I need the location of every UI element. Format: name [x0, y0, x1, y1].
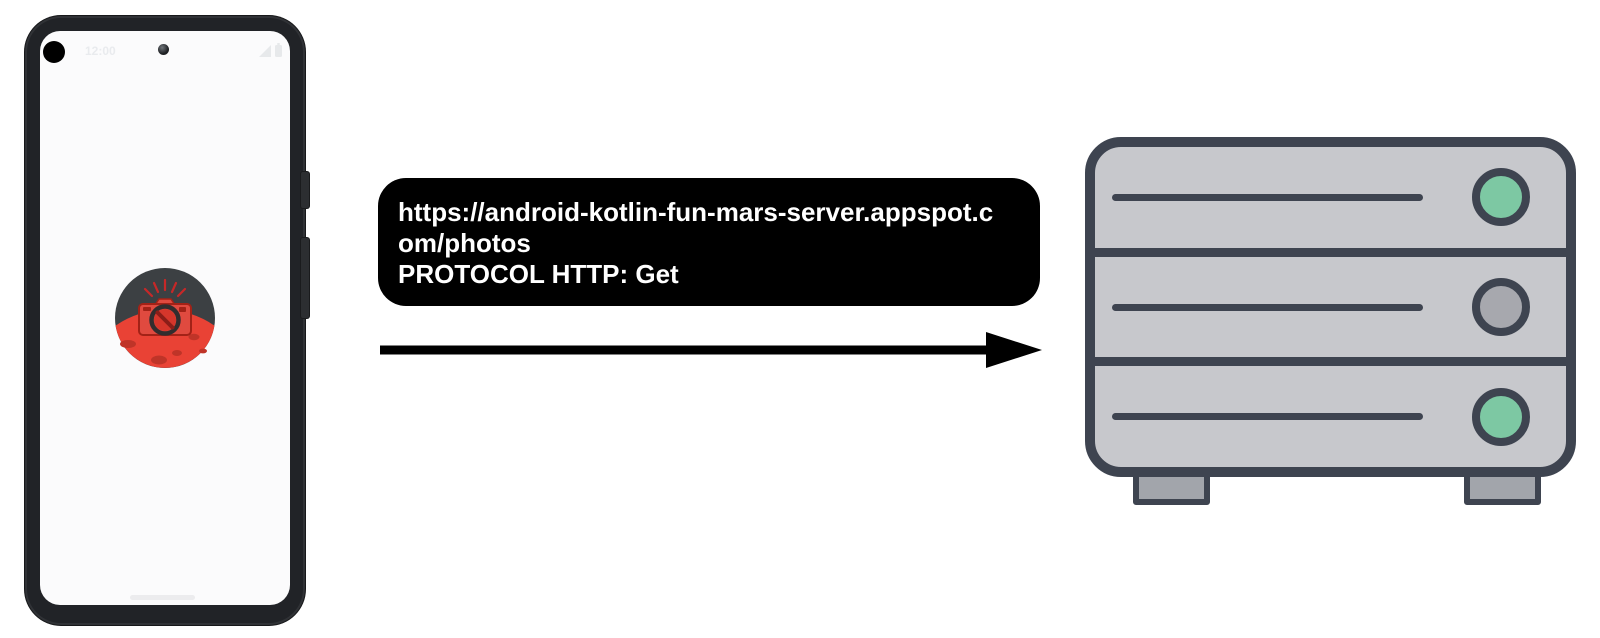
server-slot-line	[1112, 193, 1423, 201]
web-server	[1085, 137, 1576, 507]
front-camera	[158, 44, 169, 55]
battery-icon	[275, 43, 282, 57]
server-led	[1472, 387, 1530, 446]
home-indicator	[130, 595, 195, 600]
server-led	[1472, 168, 1530, 227]
camera-flash-rays	[143, 278, 187, 298]
arrow-head	[986, 332, 1042, 368]
server-slot-line	[1112, 303, 1423, 311]
phone-device: 12:00	[25, 16, 309, 625]
camera-lens-ring	[149, 304, 181, 336]
status-time: 12:00	[85, 44, 116, 58]
mars-icon-craters	[120, 333, 207, 365]
request-protocol-line: PROTOCOL HTTP: Get	[398, 258, 679, 289]
server-bay	[1095, 147, 1566, 248]
status-dot	[43, 41, 65, 63]
server-bay	[1095, 247, 1566, 358]
camera-icon	[138, 298, 192, 336]
request-url-line-2: om/photos	[398, 227, 531, 258]
server-bay	[1095, 357, 1566, 467]
signal-icon	[259, 45, 271, 57]
status-bar-icons	[259, 43, 282, 57]
phone-screen: 12:00	[40, 31, 290, 605]
server-chassis	[1085, 137, 1576, 477]
server-led	[1472, 278, 1530, 336]
power-button	[301, 172, 309, 208]
request-bubble: https://android-kotlin-fun-mars-server.a…	[378, 178, 1040, 306]
request-arrow	[380, 332, 1042, 368]
volume-button	[301, 238, 309, 318]
server-slot-line	[1112, 413, 1423, 421]
mars-photos-app-icon	[115, 268, 215, 368]
request-url-line-1: https://android-kotlin-fun-mars-server.a…	[398, 196, 994, 227]
